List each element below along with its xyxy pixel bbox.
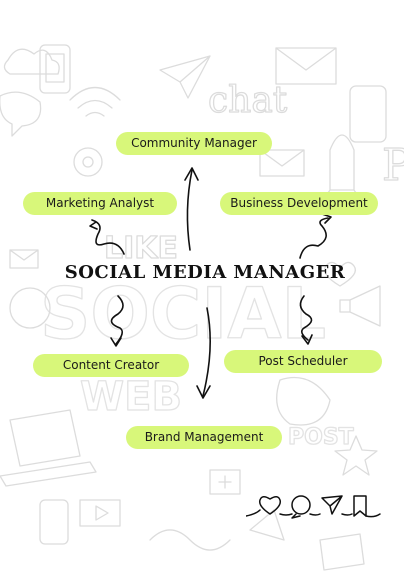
envelope-left-doodle [9, 249, 39, 269]
play-doodle [79, 499, 121, 527]
laptop-doodle [0, 409, 97, 487]
node-community-manager: Community Manager [116, 132, 272, 155]
diagram-title: SOCIAL MEDIA MANAGER [64, 262, 346, 283]
circle-doodle [9, 287, 51, 329]
squiggle-line-4 [341, 513, 353, 516]
comment-tail [291, 513, 301, 519]
squiggle-line [246, 509, 261, 517]
envelope-doodle [275, 47, 337, 85]
node-content-creator-label: Content Creator [62, 358, 160, 372]
phone-bottom-doodle [39, 499, 69, 545]
letter-doodle: P [382, 140, 404, 191]
icon-strip [246, 495, 381, 519]
bubble-doodle [0, 91, 42, 137]
like-doodle: LIKE [104, 231, 178, 266]
node-community-manager-label: Community Manager [131, 136, 257, 150]
node-post-scheduler: Post Scheduler [224, 350, 382, 373]
bookmark-icon [353, 495, 367, 517]
wave-doodle [149, 529, 231, 551]
node-content-creator: Content Creator [33, 354, 189, 377]
paper-plane-doodle [159, 55, 211, 99]
heart-doodle [323, 261, 357, 287]
envelope-center-doodle [259, 149, 305, 177]
gear-doodle [73, 147, 103, 177]
megaphone-doodle [339, 285, 381, 327]
squiggle-line-2 [279, 513, 293, 516]
heart-icon [258, 496, 282, 515]
node-marketing-analyst: Marketing Analyst [23, 192, 177, 215]
web-doodle: WEB [80, 374, 182, 420]
social-doodle: SOCIAL [40, 273, 326, 355]
cloud-doodle [3, 48, 60, 75]
phone-right-doodle [349, 85, 387, 143]
card-doodle [319, 533, 365, 571]
squiggle-line-3 [309, 513, 321, 516]
plus-box-doodle [209, 469, 241, 495]
post-doodle: POST [288, 425, 354, 450]
node-business-development: Business Development [220, 192, 378, 215]
send-icon [321, 495, 343, 515]
node-brand-management: Brand Management [126, 426, 282, 449]
phone-screen-doodle [45, 53, 65, 83]
node-brand-management-label: Brand Management [144, 430, 264, 444]
node-marketing-analyst-label: Marketing Analyst [45, 196, 155, 210]
node-post-scheduler-label: Post Scheduler [258, 354, 348, 368]
wifi-doodle [69, 86, 121, 117]
blob-doodle [276, 376, 331, 426]
phone-doodle [39, 44, 71, 94]
chat-doodle: chat [208, 80, 288, 121]
star-doodle [334, 435, 378, 476]
comment-icon [291, 495, 311, 515]
node-business-development-label: Business Development [230, 196, 368, 210]
triangle-doodle [249, 509, 285, 541]
squiggle-line-5 [365, 513, 381, 518]
